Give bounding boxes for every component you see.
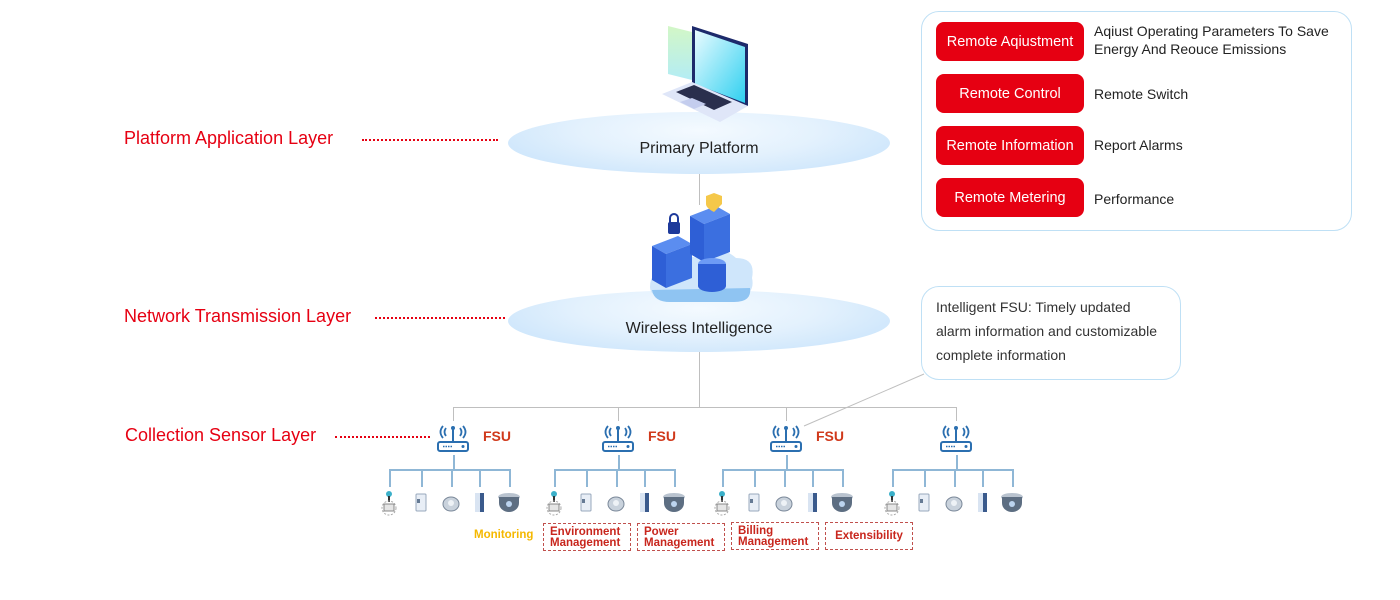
remote-adjustment-desc: Aqiust Operating Parameters To Save Ener… (1094, 23, 1329, 57)
water-sensor-icon (544, 490, 564, 519)
smoke-detector-icon (916, 490, 932, 519)
smoke-detector-icon (413, 490, 429, 519)
connector-line (618, 407, 619, 421)
remote-adjustment-button[interactable]: Remote Aqiustment (936, 22, 1084, 61)
network-label: Wireless Intelligence (625, 320, 773, 337)
connector-line (389, 469, 391, 487)
dotted-connector (362, 139, 498, 141)
camera-icon (661, 490, 687, 519)
platform-ellipse (508, 112, 890, 174)
connector-line (586, 469, 588, 487)
remote-information-desc: Report Alarms (1094, 137, 1183, 153)
connector-line (956, 455, 958, 469)
dotted-connector (335, 436, 430, 438)
fsu-router-icon (768, 420, 804, 461)
power-cabinet-icon (804, 490, 820, 519)
dotted-connector (375, 317, 505, 319)
layer-label-network-transmission: Network Transmission Layer (124, 306, 352, 326)
callout-leader-line (803, 373, 925, 427)
fsu-label: FSU (648, 428, 676, 444)
connector-line (618, 455, 620, 469)
connector-line (892, 469, 894, 487)
smoke-detector-icon (578, 490, 594, 519)
connector-line (699, 348, 700, 408)
connector-line (389, 469, 509, 471)
connector-line (699, 170, 700, 205)
connector-line (644, 469, 646, 487)
fsu-router-icon (938, 420, 974, 461)
connector-line (722, 469, 842, 471)
remote-control-button[interactable]: Remote Control (936, 74, 1084, 113)
connector-line (453, 407, 454, 421)
smoke-detector-icon (746, 490, 762, 519)
intelligent-fsu-callout: Intelligent FSU: Timely updated alarm in… (921, 286, 1181, 380)
camera-icon (999, 490, 1025, 519)
fsu-label: FSU (483, 428, 511, 444)
function-box-extensibility: Extensibility (825, 522, 913, 550)
connector-line (509, 469, 511, 487)
temperature-sensor-icon (606, 490, 626, 519)
connector-line (786, 407, 787, 421)
power-cabinet-icon (974, 490, 990, 519)
connector-line (954, 469, 956, 487)
cloud-server-icon (650, 193, 753, 302)
connector-line (674, 469, 676, 487)
water-sensor-icon (379, 490, 399, 519)
fsu-router-icon (435, 420, 471, 461)
connector-line (812, 469, 814, 487)
monitoring-label: Monitoring (474, 529, 534, 541)
connector-line (554, 469, 556, 487)
platform-label: Primary Platform (639, 140, 759, 157)
connector-line (479, 469, 481, 487)
layer-label-platform-application: Platform Application Layer (124, 128, 334, 148)
water-sensor-icon (882, 490, 902, 519)
connector-line (786, 455, 788, 469)
connector-line (754, 469, 756, 487)
remote-functions-panel: Remote Aqiustment Aqiust Operating Param… (921, 11, 1352, 231)
temperature-sensor-icon (441, 490, 461, 519)
connector-line (451, 469, 453, 487)
connector-line (784, 469, 786, 487)
power-cabinet-icon (471, 490, 487, 519)
connector-line (892, 469, 1012, 471)
remote-metering-button[interactable]: Remote Metering (936, 178, 1084, 217)
connector-line (453, 407, 957, 408)
connector-line (722, 469, 724, 487)
connector-line (956, 407, 957, 421)
connector-line (421, 469, 423, 487)
camera-icon (829, 490, 855, 519)
fsu-router-icon (600, 420, 636, 461)
connector-line (453, 455, 455, 469)
connector-line (842, 469, 844, 487)
remote-information-button[interactable]: Remote Information (936, 126, 1084, 165)
camera-icon (496, 490, 522, 519)
layer-label-collection-sensor: Collection Sensor Layer (125, 425, 317, 445)
power-cabinet-icon (636, 490, 652, 519)
connector-line (924, 469, 926, 487)
connector-line (616, 469, 618, 487)
temperature-sensor-icon (774, 490, 794, 519)
connector-line (982, 469, 984, 487)
water-sensor-icon (712, 490, 732, 519)
temperature-sensor-icon (944, 490, 964, 519)
laptop-icon (662, 26, 748, 122)
remote-control-desc: Remote Switch (1094, 86, 1189, 102)
fsu-label: FSU (816, 428, 844, 444)
connector-line (1012, 469, 1014, 487)
remote-metering-desc: Performance (1094, 191, 1175, 207)
connector-line (554, 469, 674, 471)
